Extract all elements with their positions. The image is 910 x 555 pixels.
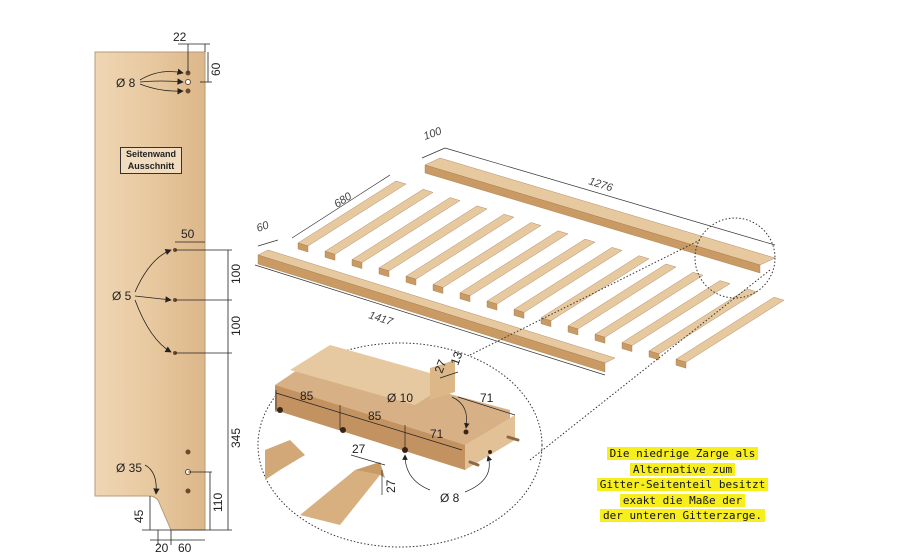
dim-hole-mid: Ø 5 <box>112 289 132 303</box>
front-rail-side <box>257 254 606 373</box>
dim-bottom-spacing: 110 <box>211 493 225 512</box>
dim-slat-w: 27 <box>352 442 366 456</box>
dim-detail-d1: 85 <box>300 389 314 403</box>
dim-hole-big: Ø 10 <box>387 391 413 405</box>
dim-detail-d3: 71 <box>430 427 444 441</box>
dim-cutout-w2: 60 <box>178 541 192 555</box>
slat-end <box>675 358 687 369</box>
dim-rail-length-front: 1417 <box>367 309 395 328</box>
dim-rail-width-back: 100 <box>422 125 444 143</box>
dim-top-offset: 22 <box>173 30 187 44</box>
note-line: exakt die Maße der <box>619 493 746 507</box>
slat-end <box>324 251 336 261</box>
slat-end <box>621 342 633 352</box>
note-line: der unteren Gitterzarge. <box>600 509 765 522</box>
slat-end <box>378 267 390 278</box>
panel-title-line2: Ausschnitt <box>127 161 175 171</box>
assembly-dim-lines <box>254 147 776 376</box>
dim-hole-top: Ø 8 <box>116 76 136 90</box>
note-line: Gitter-Seitenteil besitzt <box>596 478 769 491</box>
slat-end <box>567 325 579 336</box>
slat-end <box>459 292 471 303</box>
slat-end <box>486 300 498 311</box>
slat-end <box>351 259 363 269</box>
dim-spacing-2: 100 <box>229 316 243 336</box>
dim-rail-length-back: 1276 <box>587 175 615 194</box>
detail-zoom <box>257 217 776 548</box>
slat-end <box>540 317 552 327</box>
panel-title-line1: Seitenwand <box>125 149 176 159</box>
dim-block-w: 27 <box>432 357 450 375</box>
dim-cutout-height: 45 <box>132 509 146 523</box>
dim-hole-spacing-x: 50 <box>181 227 195 241</box>
dim-cutout-radius: Ø 35 <box>116 461 142 475</box>
dim-rail-width-front: 60 <box>255 219 271 235</box>
dim-hole-small: Ø 8 <box>440 491 460 505</box>
slat-end <box>405 275 417 286</box>
slat-end <box>648 350 660 361</box>
dim-block-off: 13 <box>448 349 466 367</box>
dim-detail-d2: 85 <box>368 409 382 423</box>
dim-slat-length: 680 <box>332 190 355 211</box>
slat-end <box>594 334 606 344</box>
dim-slat-h: 27 <box>384 479 398 493</box>
note-line: Alternative zum <box>629 462 736 476</box>
slat-end <box>513 309 525 319</box>
slat-end <box>432 284 444 294</box>
note-callout: Die niedrige Zarge als Alternative zum G… <box>585 446 780 524</box>
panel-title: Seitenwand Ausschnitt <box>120 147 182 174</box>
dim-detail-d4: 71 <box>480 391 494 405</box>
dim-spacing-1: 100 <box>229 264 243 284</box>
slat-assembly <box>257 157 785 373</box>
back-rail-side <box>424 164 761 274</box>
dim-top-spacing: 60 <box>209 62 223 76</box>
dim-spacing-3: 345 <box>229 428 243 448</box>
slat-end <box>297 242 309 253</box>
dim-cutout-w1: 20 <box>155 541 169 555</box>
note-line: Die niedrige Zarge als <box>606 447 759 460</box>
